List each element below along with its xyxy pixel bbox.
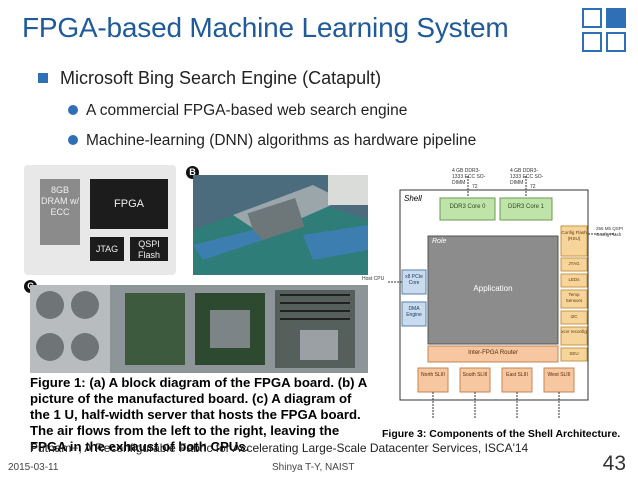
host-cpu-label: Host CPU: [362, 276, 385, 282]
right-block-seu: SEU: [569, 351, 579, 356]
ddr-left-label: DDR3 Core 0: [449, 204, 486, 210]
right-block-temp: Temp Sensors: [565, 292, 583, 303]
right-block-config: Config Flash (RSU): [561, 230, 587, 241]
figure1-caption: Figure 1: (a) A block diagram of the FPG…: [30, 375, 367, 454]
qspi-block: QSPI Flash: [130, 237, 168, 261]
ddr-right-bits: 72: [530, 184, 536, 190]
flash-note: 256 Mb QSPI Config Flash: [596, 226, 624, 237]
footer-date: 2015-03-11: [8, 462, 59, 473]
sub-bullet-text: A commercial FPGA-based web search engin…: [86, 102, 408, 119]
dram-block: 8GB DRAM w/ ECC: [40, 179, 80, 245]
server-photo-image: [30, 285, 368, 373]
jtag-block: JTAG: [90, 237, 124, 261]
slide-title: FPGA-based Machine Learning System: [22, 12, 509, 43]
shell-label: Shell: [404, 194, 422, 203]
fpga-board-photo: [193, 175, 368, 275]
right-block-i2c: I2C: [570, 314, 578, 319]
dma-label: DMA Engine: [406, 306, 422, 318]
logo-icon: [582, 8, 630, 54]
square-bullet-icon: [38, 73, 48, 83]
sub-bullet: A commercial FPGA-based web search engin…: [68, 102, 407, 120]
router-label: Inter-FPGA Router: [468, 350, 518, 356]
port-west: West SLIII: [547, 372, 571, 378]
fpga-board-block-diagram: 8GB DRAM w/ ECC FPGA JTAG QSPI Flash: [24, 165, 176, 275]
dot-bullet-icon: [68, 135, 78, 145]
right-block-xcvr: xcvr reconfig: [561, 329, 587, 334]
shell-diagram-svg: [388, 176, 616, 418]
application-label: Application: [473, 284, 513, 293]
port-east: East SLIII: [506, 372, 528, 378]
port-north: North SLIII: [421, 372, 445, 378]
fpga-block: FPGA: [90, 179, 168, 229]
ddr-left-bits: 72: [472, 184, 478, 190]
pcie-label: x8 PCIe Core: [405, 274, 423, 286]
sub-bullet: Machine-learning (DNN) algorithms as har…: [68, 132, 476, 150]
main-bullet: Microsoft Bing Search Engine (Catapult): [38, 68, 381, 89]
server-photo: [30, 285, 368, 373]
board-photo-image: [193, 175, 368, 275]
port-south: South SLIII: [462, 372, 488, 378]
right-block-jtag: JTAG: [568, 261, 580, 266]
role-label: Role: [432, 238, 447, 245]
page-number: 43: [602, 452, 626, 475]
right-block-leds: LEDs: [568, 277, 580, 282]
sub-bullet-text: Machine-learning (DNN) algorithms as har…: [86, 132, 477, 149]
shell-architecture-diagram: 4 GB DDR3-1333 ECC SO-DIMM 4 GB DDR3-133…: [362, 168, 628, 430]
footer-author: Shinya T-Y, NAIST: [272, 462, 355, 473]
ddr-left-top-label: 4 GB DDR3-1333 ECC SO-DIMM: [452, 168, 486, 186]
figure3-caption: Figure 3: Components of the Shell Archit…: [382, 428, 621, 440]
ddr-right-top-label: 4 GB DDR3-1333 ECC SO-DIMM: [510, 168, 544, 186]
main-bullet-text: Microsoft Bing Search Engine (Catapult): [60, 68, 382, 88]
reference-text: Putnam+, A Reconfigurable Fabric for Acc…: [30, 441, 529, 455]
ddr-right-label: DDR3 Core 1: [507, 204, 544, 210]
dot-bullet-icon: [68, 105, 78, 115]
